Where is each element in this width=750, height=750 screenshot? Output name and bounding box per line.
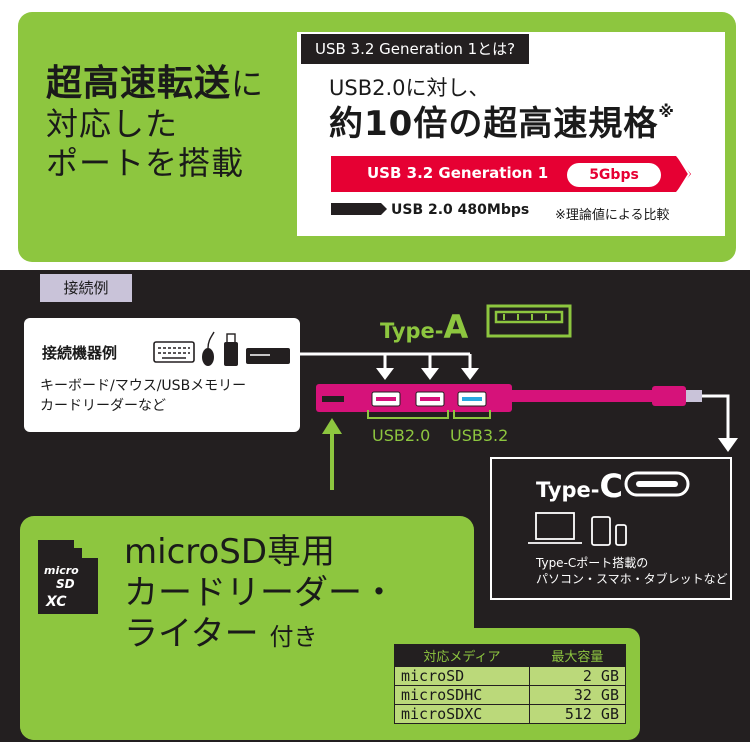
table-header-row: 対応メディア 最大容量 — [394, 644, 627, 667]
smartphone-icon — [615, 524, 627, 546]
usb-info-tag: USB 3.2 Generation 1とは? — [301, 34, 530, 64]
device-description: キーボード/マウス/USBメモリー カードリーダーなど — [40, 376, 246, 416]
usb20-label: USB 2.0 480Mbps — [391, 202, 530, 218]
headline-line-1: 超高速転送に — [46, 62, 306, 105]
port-brackets — [367, 410, 491, 419]
microsd-title-writer: ライター — [124, 613, 259, 654]
usb32-port-label: USB3.2 — [450, 426, 509, 445]
bottom-strip — [0, 742, 750, 750]
arrow-heads — [376, 368, 479, 380]
usb-info-note-mark: ※ — [658, 102, 675, 121]
usb-info-card: USB 3.2 Generation 1とは? USB2.0に対し、 約10倍の… — [297, 32, 725, 236]
device-desc-line-2: カードリーダーなど — [40, 398, 166, 414]
table-row: microSDXC 512 GB — [394, 704, 627, 724]
media-cell: microSDHC — [394, 685, 530, 705]
media-cell: microSD — [394, 666, 530, 686]
feature-headline: 超高速転送に 対応した ポートを搭載 — [46, 62, 306, 182]
media-cell: microSDXC — [394, 704, 530, 724]
sd-logo-sd: SD — [56, 577, 75, 591]
usb-info-headline: 約10倍の超高速規格※ — [329, 96, 675, 145]
usb-a-port-icon — [486, 304, 572, 338]
capacity-cell: 512 GB — [528, 704, 627, 724]
type-c-prefix: Type- — [536, 478, 600, 502]
microsd-title-line-2: カードリーダー・ — [124, 572, 396, 613]
type-a-letter: A — [443, 308, 469, 346]
media-column-header: 対応メディア — [394, 644, 530, 667]
type-c-device-icons — [528, 512, 627, 546]
capacity-cell: 32 GB — [528, 685, 627, 705]
type-c-description: Type-Cポート搭載の パソコン・スマホ・タブレットなど — [536, 555, 728, 587]
device-example-card: 接続機器例 キーボード/マウス/USBメモリー カードリーダーなど — [24, 318, 300, 432]
type-c-desc-line-1: Type-Cポート搭載の — [536, 556, 649, 570]
microsd-title-line-3: ライター 付き — [124, 614, 396, 655]
sd-logo-micro: micro — [44, 564, 79, 577]
tablet-icon — [591, 516, 611, 546]
usb20-speed-bar — [331, 203, 387, 215]
card-reader-icon — [246, 348, 290, 364]
headline-line-3: ポートを搭載 — [46, 143, 245, 182]
type-a-label: Type-A — [380, 300, 580, 346]
microsd-slot — [322, 396, 344, 402]
capacity-cell: 2 GB — [528, 666, 627, 686]
mouse-icon — [202, 331, 215, 366]
device-icons — [153, 331, 290, 366]
supported-media-table: 対応メディア 最大容量 microSD 2 GB microSDHC 32 GB… — [394, 644, 627, 724]
microsd-title-line-1: microSD専用 — [124, 532, 336, 572]
comparison-note: ※理論値による比較 — [555, 208, 670, 223]
table-row: microSD 2 GB — [394, 666, 627, 686]
keyboard-icon — [153, 341, 195, 363]
usb32-speed-pill: 5Gbps — [567, 163, 661, 187]
capacity-column-header: 最大容量 — [528, 644, 627, 667]
type-c-device-box: Type-C Type-Cポート搭載の パソコン・スマホ・タブレットなど — [490, 457, 732, 600]
microsdxc-card-icon: micro SD XC — [38, 540, 98, 614]
headline-bold-text: 超高速転送 — [46, 63, 232, 104]
device-title: 接続機器例 — [42, 344, 118, 362]
usb32-speed-bar: USB 3.2 Generation 1 5Gbps — [331, 156, 691, 192]
usb-info-headline-text: 約10倍の超高速規格 — [329, 104, 659, 144]
usb-c-port-icon — [624, 471, 690, 497]
usb-hub-body — [316, 384, 702, 412]
type-c-letter: C — [599, 467, 623, 505]
type-c-text: Type-C — [536, 467, 623, 505]
device-desc-line-1: キーボード/マウス/USBメモリー — [40, 378, 247, 394]
table-row: microSDHC 32 GB — [394, 685, 627, 705]
usb-info-subtitle: USB2.0に対し、 — [329, 76, 490, 100]
device-connection-arrows — [300, 352, 472, 370]
usb-memory-icon — [224, 333, 238, 366]
laptop-icon — [528, 512, 582, 544]
microsd-title: microSD専用 カードリーダー・ ライター 付き — [124, 532, 396, 654]
type-c-desc-line-2: パソコン・スマホ・タブレットなど — [536, 572, 728, 586]
type-a-prefix: Type- — [380, 319, 444, 343]
type-c-arrow — [702, 394, 730, 440]
hub-diagram — [300, 352, 738, 490]
headline-line-2: 対応した — [46, 105, 179, 144]
usb20-port-label: USB2.0 — [372, 426, 431, 445]
headline-suffix: に — [231, 65, 265, 103]
sd-logo-xc: XC — [45, 594, 67, 610]
usb32-label: USB 3.2 Generation 1 — [367, 164, 549, 182]
microsd-title-suffix: 付き — [269, 622, 318, 651]
type-a-text: Type-A — [380, 308, 468, 346]
example-tag: 接続例 — [40, 274, 132, 302]
